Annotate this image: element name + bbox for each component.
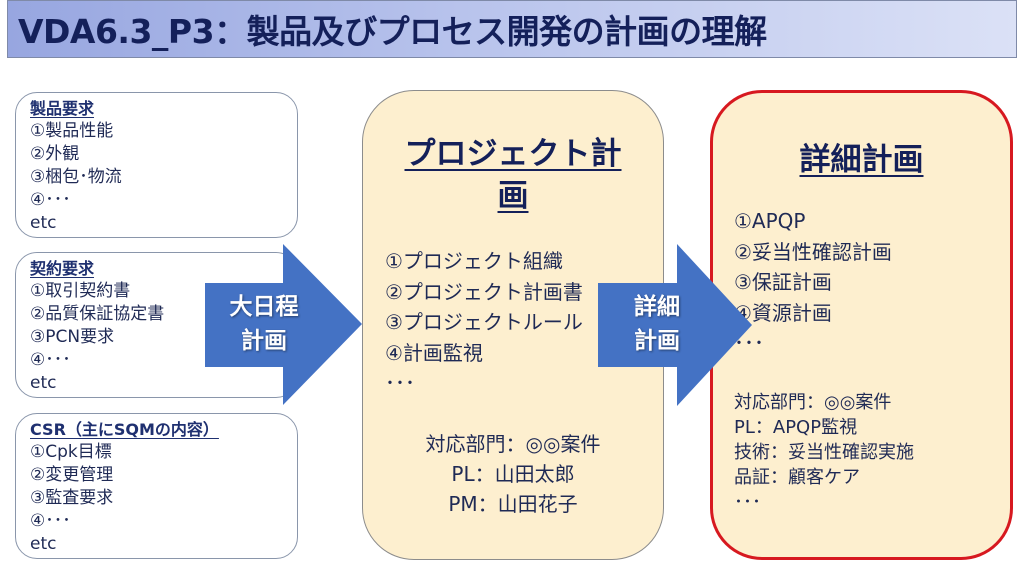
title-bar: VDA6.3_P3：製品及びプロセス開発の計画の理解 <box>7 0 1017 58</box>
assignment-line: 技術：妥当性確認実施 <box>734 442 914 463</box>
list-item: etc <box>30 534 57 554</box>
list-item: ④計画監視 <box>385 340 483 365</box>
assignment-line: 対応部門：◎◎案件 <box>734 392 892 413</box>
list-item: ③プロジェクトルール <box>385 310 583 334</box>
list-item: ②妥当性確認計画 <box>734 239 892 264</box>
detail-plan-box: 詳細計画 ①APQP ②妥当性確認計画 ③保証計画 ④資源計画 ･･･ 対応部門… <box>710 90 1013 560</box>
list-item: ①Cpk目標 <box>30 442 112 462</box>
list-item: ①APQP <box>734 209 806 233</box>
list-item: ④資源計画 <box>734 300 832 325</box>
csr-requirements-box: CSR（主にSQMの内容） ①Cpk目標 ②変更管理 ③監査要求 ④･･･ et… <box>15 413 298 559</box>
arrow-label: 詳細 計画 <box>634 294 680 354</box>
assignment-line: PL：山田太郎 <box>451 462 575 486</box>
master-schedule-arrow: 大日程 計画 <box>205 244 363 405</box>
list-item: ③保証計画 <box>734 270 832 294</box>
detail-plan-arrow: 詳細 計画 <box>598 244 753 406</box>
assignment-line: 品証：顧客ケア <box>734 467 860 488</box>
list-item: ･･･ <box>734 331 764 355</box>
list-item: ②品質保証協定書 <box>30 304 165 324</box>
assignment-line: 対応部門：◎◎案件 <box>425 432 601 456</box>
assignment-line: PL：APQP監視 <box>734 417 858 438</box>
assignment-line: ･･･ <box>734 492 761 513</box>
list-item: ④･･･ <box>30 190 71 210</box>
assignment-line: PM：山田花子 <box>448 492 578 516</box>
arrow-right-icon <box>598 244 752 406</box>
list-item: ･･･ <box>385 371 415 395</box>
list-item: ④･･･ <box>30 350 71 370</box>
arrow-right-icon <box>205 244 362 405</box>
box-heading: 契約要求 <box>30 259 95 278</box>
arrow-label: 大日程 計画 <box>229 294 299 354</box>
list-item: ②外観 <box>30 144 80 164</box>
list-item: ②プロジェクト計画書 <box>385 279 583 304</box>
box-heading: CSR（主にSQMの内容） <box>30 420 219 439</box>
list-item: ③梱包･物流 <box>30 167 122 187</box>
list-item: ③PCN要求 <box>30 327 115 347</box>
list-item: ③監査要求 <box>30 488 114 508</box>
detail-plan-assignments: 対応部門：◎◎案件 PL：APQP監視 技術：妥当性確認実施 品証：顧客ケア ･… <box>734 390 914 515</box>
list-item: ①プロジェクト組織 <box>385 249 563 273</box>
project-plan-assignments: 対応部門：◎◎案件 PL：山田太郎 PM：山田花子 <box>363 429 663 519</box>
list-item: ①取引契約書 <box>30 281 131 301</box>
list-item: etc <box>30 213 57 233</box>
product-requirements-box: 製品要求 ①製品性能 ②外観 ③梱包･物流 ④･･･ etc <box>15 92 298 238</box>
detail-plan-title: 詳細計画 <box>799 142 924 178</box>
detail-plan-list: ①APQP ②妥当性確認計画 ③保証計画 ④資源計画 ･･･ <box>734 206 892 359</box>
project-plan-list: ①プロジェクト組織 ②プロジェクト計画書 ③プロジェクトルール ④計画監視 ･･… <box>385 246 583 399</box>
list-item: ①製品性能 <box>30 121 114 141</box>
list-item: etc <box>30 373 57 393</box>
box-heading: 製品要求 <box>30 99 95 118</box>
list-item: ②変更管理 <box>30 465 114 485</box>
page-title: VDA6.3_P3：製品及びプロセス開発の計画の理解 <box>18 12 767 51</box>
project-plan-title: プロジェクト計 画 <box>404 136 622 214</box>
list-item: ④･･･ <box>30 511 71 531</box>
